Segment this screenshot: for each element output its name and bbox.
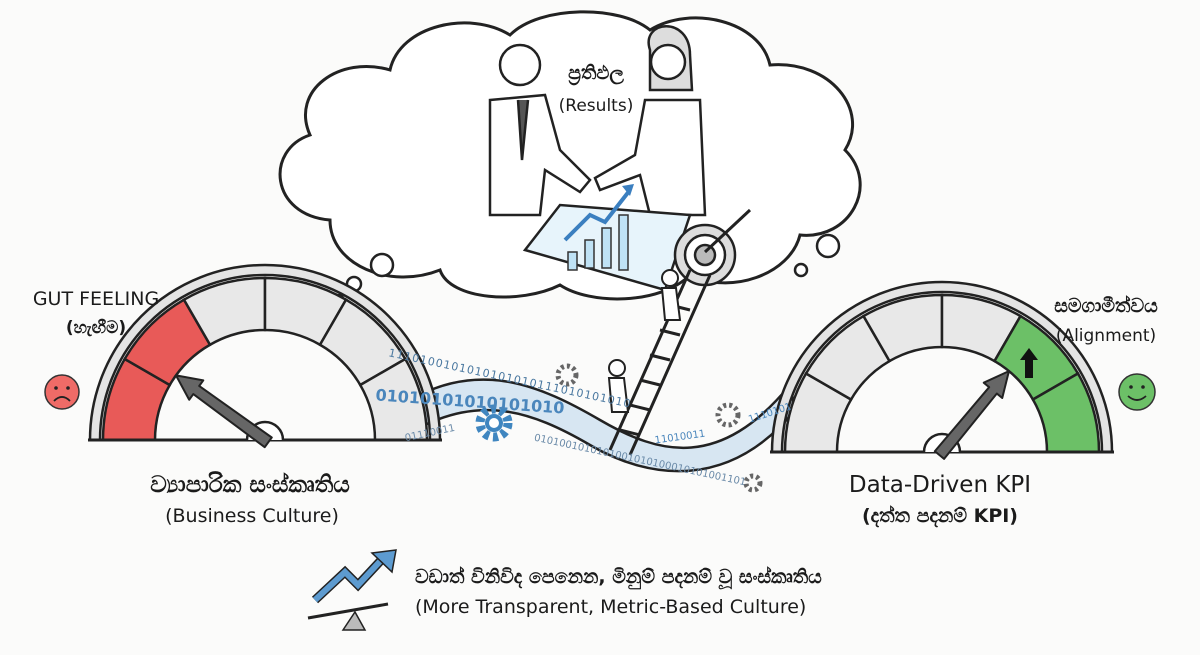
gauge-needle xyxy=(933,370,1010,460)
data-driven-kpi-si-label: (දත්ත පදනම් KPI) xyxy=(862,505,1018,527)
happy-face-icon xyxy=(1118,373,1156,411)
data-driven-kpi-label: Data-Driven KPI xyxy=(848,472,1032,498)
results-title-en: (Results) xyxy=(558,96,634,116)
footer-si-text: වඩාත් විනිවිද පෙනෙන, මිනුම් පදනම් වූ සංස… xyxy=(415,566,822,588)
results-title-si: ප්‍රතිඵල xyxy=(568,62,624,84)
climbing-people xyxy=(607,269,682,413)
gut-feeling-label: GUT FEELING xyxy=(32,288,160,310)
businessman-figure xyxy=(488,43,592,217)
left-gauge xyxy=(88,263,442,449)
gut-feeling-si-label: (හැඟීම) xyxy=(65,318,127,338)
up-arrow-icon xyxy=(1020,348,1038,378)
footer-en-text: (More Transparent, Metric-Based Culture) xyxy=(415,596,807,618)
alignment-en-label: (Alignment) xyxy=(1055,326,1157,346)
right-gauge xyxy=(770,280,1114,460)
trend-balance-icon xyxy=(307,549,397,631)
tablet-chart xyxy=(522,184,692,292)
gear-icon-blue xyxy=(475,404,513,442)
business-culture-en-label: (Business Culture) xyxy=(165,505,339,527)
alignment-si-label: සමගාමීත්වය xyxy=(1054,295,1158,317)
businesswoman-figure xyxy=(593,25,707,217)
sad-face-icon xyxy=(44,374,80,410)
gear-icon xyxy=(555,363,763,493)
business-culture-si-label: ව්‍යාපාරික සංස්කෘතිය xyxy=(150,472,350,498)
gauge-needle xyxy=(175,374,273,449)
